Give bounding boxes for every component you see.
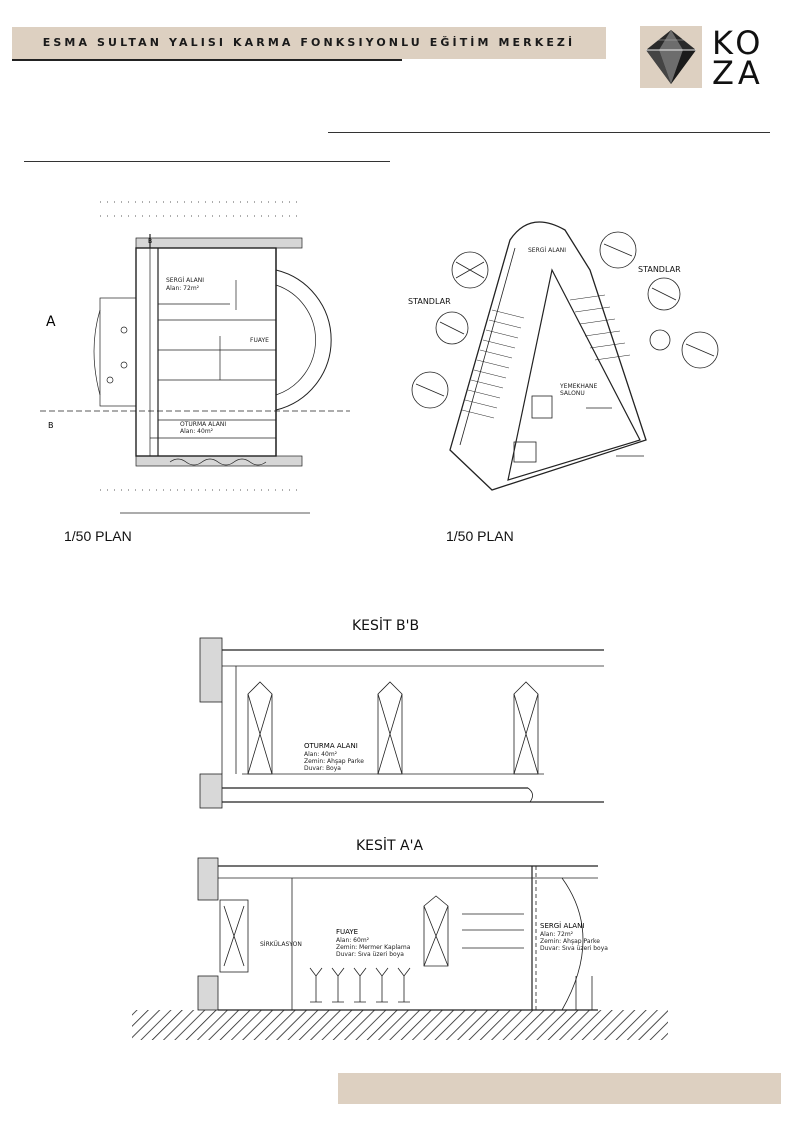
- svg-text:Alan: 72m²: Alan: 72m²: [540, 931, 574, 938]
- left-plan-scale-label: 1/50 PLAN: [64, 528, 132, 544]
- svg-text:SERGİ ALANI: SERGİ ALANI: [166, 277, 204, 284]
- section-marker-b-top: B: [148, 238, 152, 245]
- section-bb-drawing: OTURMA ALANI Alan: 40m² Zemin: Ahşap Par…: [199, 637, 604, 809]
- svg-text:Duvar: Boya: Duvar: Boya: [304, 765, 341, 772]
- left-floor-plan: SERGİ ALANI Alan: 72m² FUAYE OTURMA ALAN…: [40, 201, 350, 514]
- svg-text:Alan: 40m²: Alan: 40m²: [180, 428, 214, 435]
- stand-label-right: STANDLAR: [638, 265, 681, 274]
- svg-text:Duvar: Sıva üzeri boya: Duvar: Sıva üzeri boya: [336, 951, 404, 958]
- divider-right: [328, 132, 770, 133]
- section-aa-title: KESİT A'A: [356, 838, 424, 854]
- svg-text:OTURMA ALANI: OTURMA ALANI: [180, 421, 226, 428]
- section-bb-title: KESİT B'B: [352, 618, 420, 634]
- svg-text:Alan: 60m²: Alan: 60m²: [336, 937, 370, 944]
- section-aa-room-left: FUAYE: [336, 928, 358, 936]
- section-marker-a: A: [46, 314, 56, 330]
- section-aa-drawing: FUAYE Alan: 60m² Zemin: Mermer Kaplama D…: [132, 857, 668, 1040]
- right-floor-plan: STANDLAR STANDLAR YEMEKHANE SALONU SERGİ…: [408, 221, 719, 491]
- section-aa-room-right: SERGİ ALANI: [540, 921, 584, 930]
- header-underline: [12, 59, 402, 61]
- page-title: ESMA SULTAN YALISI KARMA FONKSIYONLU EĞİ…: [42, 36, 576, 49]
- header-band: [12, 27, 606, 59]
- svg-text:Zemin: Mermer Kaplama: Zemin: Mermer Kaplama: [336, 944, 411, 951]
- svg-text:SİRKÜLASYON: SİRKÜLASYON: [260, 941, 302, 948]
- stand-label-left: STANDLAR: [408, 297, 451, 306]
- logo-line-2: ZA: [712, 54, 764, 92]
- svg-text:SALONU: SALONU: [560, 390, 585, 397]
- divider-left: [24, 161, 390, 162]
- logo-wordmark: KO ZA: [712, 24, 776, 92]
- svg-text:Alan: 40m²: Alan: 40m²: [304, 751, 338, 758]
- footer-band: [338, 1073, 781, 1104]
- svg-text:Zemin: Ahşap Parke: Zemin: Ahşap Parke: [540, 938, 600, 945]
- section-bb-room-label: OTURMA ALANI: [304, 742, 358, 750]
- right-plan-scale-label: 1/50 PLAN: [446, 528, 514, 544]
- section-marker-b: B: [48, 421, 54, 430]
- svg-text:FUAYE: FUAYE: [250, 337, 269, 344]
- svg-text:SERGİ ALANI: SERGİ ALANI: [528, 247, 566, 254]
- diamond-logo-icon: [640, 26, 702, 88]
- logo-line-1: KO: [712, 24, 765, 62]
- svg-text:YEMEKHANE: YEMEKHANE: [559, 383, 597, 390]
- svg-text:Alan: 72m²: Alan: 72m²: [166, 285, 200, 292]
- svg-text:Duvar: Sıva üzeri boya: Duvar: Sıva üzeri boya: [540, 945, 608, 952]
- svg-text:Zemin: Ahşap Parke: Zemin: Ahşap Parke: [304, 758, 364, 765]
